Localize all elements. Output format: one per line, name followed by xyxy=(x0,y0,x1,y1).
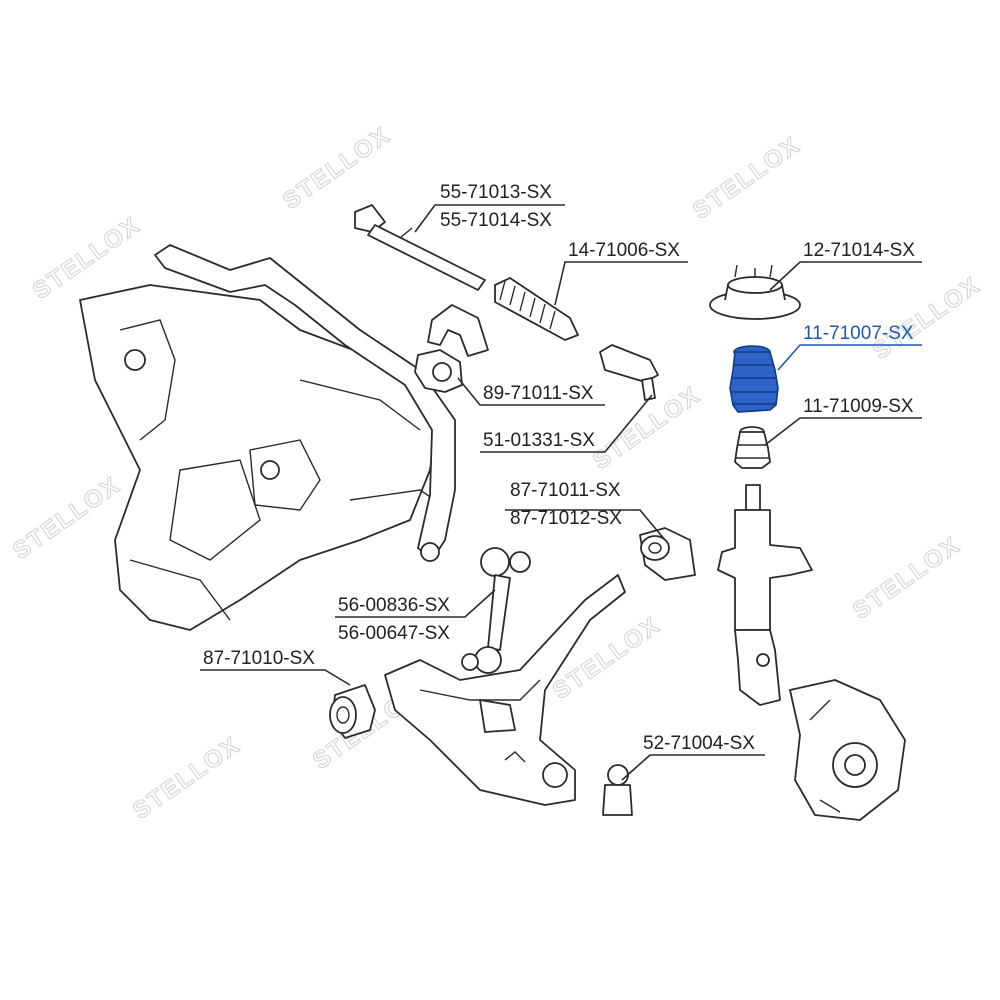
part-number-label[interactable]: 52-71004-SX xyxy=(643,733,755,754)
dust-boot-drawing xyxy=(729,345,779,413)
strut-drawing xyxy=(717,484,813,706)
watermark-logo: STELLOX xyxy=(277,121,396,216)
part-number-label[interactable]: 11-71009-SX xyxy=(803,396,914,417)
stabilizer-link-drawing xyxy=(461,547,531,674)
svg-text:STELLOX: STELLOX xyxy=(868,271,986,365)
part-number-label-highlighted[interactable]: 11-71007-SX xyxy=(803,323,914,344)
part-number-label[interactable]: 89-71011-SX xyxy=(483,383,594,404)
svg-text:STELLOX: STELLOX xyxy=(128,731,246,825)
steering-boot-drawing xyxy=(494,277,579,341)
watermark-logo: STELLOX xyxy=(847,531,966,626)
watermark-logo: STELLOX xyxy=(127,731,246,826)
strut-mount-drawing xyxy=(709,264,801,320)
subframe-drawing xyxy=(79,284,451,631)
part-number-label[interactable]: 56-00836-SX xyxy=(338,595,450,616)
watermark-logo: STELLOX xyxy=(7,471,126,566)
watermark-logo: STELLOX xyxy=(867,271,986,366)
leader-lines xyxy=(200,204,922,781)
knuckle-drawing xyxy=(789,679,906,821)
svg-text:STELLOX: STELLOX xyxy=(278,121,396,215)
part-number-label[interactable]: 55-71014-SX xyxy=(440,210,552,231)
part-number-label[interactable]: 87-71010-SX xyxy=(203,648,315,669)
tie-rod-end-drawing xyxy=(599,344,659,401)
part-number-label[interactable]: 55-71013-SX xyxy=(440,182,552,203)
svg-text:STELLOX: STELLOX xyxy=(848,531,966,625)
stabilizer-bar-drawing xyxy=(154,244,456,562)
part-labels: 55-71013-SX 55-71014-SX 14-71006-SX 12-7… xyxy=(203,182,915,754)
part-number-label[interactable]: 14-71006-SX xyxy=(568,240,680,261)
tie-rod-drawing xyxy=(354,204,486,291)
svg-text:STELLOX: STELLOX xyxy=(688,131,806,225)
part-number-label[interactable]: 12-71014-SX xyxy=(803,240,915,261)
svg-text:STELLOX: STELLOX xyxy=(8,471,126,565)
part-number-label[interactable]: 87-71012-SX xyxy=(510,508,622,529)
part-number-label[interactable]: 56-00647-SX xyxy=(338,623,450,644)
ball-joint-drawing xyxy=(602,764,633,816)
bump-stop-drawing xyxy=(734,426,771,469)
part-number-label[interactable]: 51-01331-SX xyxy=(483,430,595,451)
arm-bushing-front-drawing xyxy=(329,684,376,739)
stabilizer-bushing-drawing xyxy=(414,304,489,393)
arm-bushing-rear-drawing xyxy=(639,527,696,581)
lower-arm-drawing xyxy=(384,574,626,806)
watermark-logo: STELLOX xyxy=(687,131,806,226)
part-number-label[interactable]: 87-71011-SX xyxy=(510,480,621,501)
